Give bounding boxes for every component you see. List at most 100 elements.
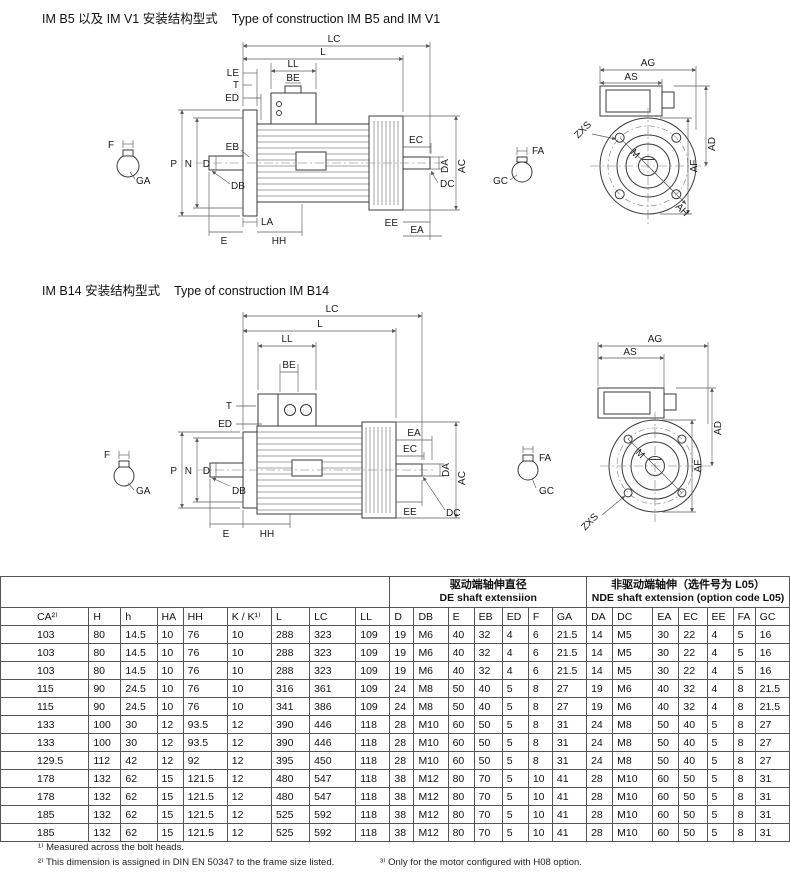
table-cell: 76 (182, 643, 228, 662)
table-cell: 15 (156, 805, 184, 824)
table-cell: 31 (754, 823, 790, 842)
section1-title-zh: IM B5 以及 IM V1 安装结构型式 (42, 12, 218, 26)
table-cell: 80 (447, 805, 475, 824)
table-cell: 50 (447, 697, 475, 716)
table-cell: 24.5 (120, 697, 158, 716)
table-cell: 40 (678, 751, 708, 770)
dim-label-ll: LL (281, 334, 293, 345)
table-cell: 32 (678, 697, 708, 716)
table-cell: 50 (473, 715, 503, 734)
dim-label-ee: EE (385, 218, 399, 229)
table-cell: 27 (754, 715, 790, 734)
table-cell: 24.5 (120, 679, 158, 698)
dim-label-da: DA (441, 463, 452, 477)
terminal-box (270, 92, 317, 125)
table-cell: 178 (0, 787, 90, 806)
shaft-key-detail (511, 161, 533, 183)
table-cell: 10 (156, 697, 184, 716)
table-cell: 185 (0, 823, 90, 842)
table-cell: 132 (88, 823, 122, 842)
table-cell: 62 (120, 787, 158, 806)
column-header: LC (309, 607, 357, 626)
table-cell: 132 (88, 769, 122, 788)
table-cell: 31 (551, 733, 588, 752)
terminal-box-lid (605, 89, 651, 113)
dim-label-be: BE (282, 360, 296, 371)
table-cell: 10 (156, 643, 184, 662)
table-cell: 92 (182, 751, 228, 770)
table-cell: 41 (551, 823, 588, 842)
table-cell: M10 (413, 751, 449, 770)
dim-label-e: E (223, 529, 230, 540)
table-cell: M5 (612, 661, 654, 680)
table-cell: 30 (120, 715, 158, 734)
table-cell: 30 (652, 661, 680, 680)
table-cell: 70 (473, 823, 503, 842)
table-cell: 8 (732, 769, 756, 788)
group-header-empty (0, 576, 391, 608)
table-cell: 446 (309, 715, 357, 734)
b5-side-labels: LC L LE T ED LL BE EB D DB P N F GA LA E… (108, 34, 468, 247)
table-cell: 32 (473, 625, 503, 644)
table-group-header-row: 驱动端轴伸直径 DE shaft extensiion 非驱动端轴伸（选件号为 … (0, 576, 790, 608)
table-cell: 8 (732, 751, 756, 770)
table-cell: 341 (270, 697, 311, 716)
table-cell: 24 (389, 697, 415, 716)
table-cell: 30 (652, 643, 680, 662)
table-cell: 5 (501, 823, 529, 842)
shaft-key-detail (113, 465, 135, 487)
table-cell: M6 (413, 625, 449, 644)
dim-label-dc: DC (440, 179, 454, 190)
table-cell: 31 (551, 751, 588, 770)
table-cell: 50 (678, 823, 708, 842)
table-cell: M8 (612, 715, 654, 734)
table-cell: 118 (355, 733, 391, 752)
table-cell: 480 (270, 769, 311, 788)
dim-label-be: BE (286, 73, 300, 84)
table-cell: 19 (586, 679, 614, 698)
table-cell: 5 (706, 823, 734, 842)
dim-label-af: AF (689, 160, 700, 173)
table-cell: 8 (732, 787, 756, 806)
table-cell: 118 (355, 787, 391, 806)
table-cell: 38 (389, 805, 415, 824)
dim-label-ed: ED (218, 419, 232, 430)
table-cell: 115 (0, 679, 90, 698)
footnote-3: ³⁾ Only for the motor configured with H0… (380, 857, 582, 868)
bolt-hole (671, 189, 682, 200)
section2-title-zh: IM B14 安装结构型式 (42, 284, 161, 298)
dim-label-f: F (108, 140, 114, 151)
table-cell: 60 (652, 787, 680, 806)
dim-label-dc: DC (446, 508, 460, 519)
dimension-table: 驱动端轴伸直径 DE shaft extensiion 非驱动端轴伸（选件号为 … (0, 576, 790, 842)
column-header: HA (156, 607, 184, 626)
table-cell: 28 (389, 751, 415, 770)
table-cell: 121.5 (182, 823, 228, 842)
table-cell: 60 (652, 823, 680, 842)
cable-gland-boss (663, 393, 677, 411)
terminal-box (257, 393, 317, 427)
dim-label-eb: EB (226, 142, 240, 153)
bolt-hole (677, 488, 687, 498)
table-cell: 5 (501, 679, 529, 698)
table-cell: M10 (413, 733, 449, 752)
dim-label-l: L (317, 319, 323, 330)
group-de-zh: 驱动端轴伸直径 (449, 578, 527, 591)
table-cell: 5 (732, 643, 756, 662)
dim-label-fa: FA (539, 453, 552, 464)
table-cell: 12 (226, 769, 272, 788)
table-cell: 446 (309, 733, 357, 752)
table-cell: 4 (706, 661, 734, 680)
table-cell: 450 (309, 751, 357, 770)
dim-label-ea: EA (407, 428, 421, 439)
table-cell: 4 (706, 697, 734, 716)
table-cell: 21.5 (551, 643, 588, 662)
table-cell: 14.5 (120, 625, 158, 644)
table-cell: 10 (226, 625, 272, 644)
table-cell: 118 (355, 805, 391, 824)
table-cell: 27 (754, 751, 790, 770)
column-header: DC (612, 607, 654, 626)
